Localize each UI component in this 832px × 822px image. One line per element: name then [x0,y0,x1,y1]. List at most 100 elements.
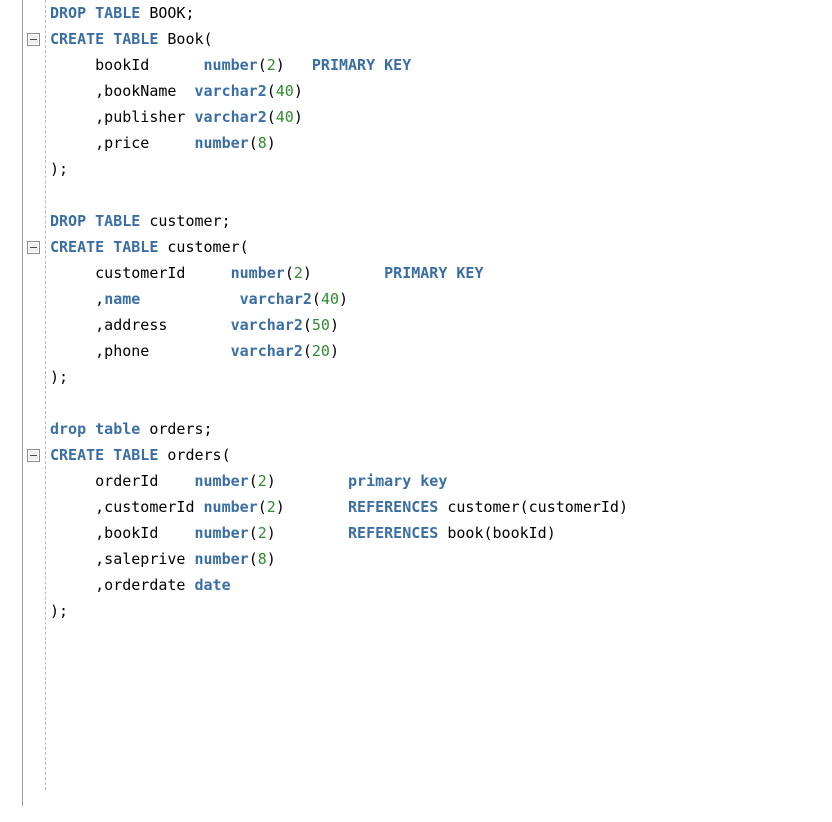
code-token-pl: ) [302,264,385,282]
code-line[interactable]: CREATE TABLE orders( [0,442,628,468]
code-line[interactable]: bookId number(2) PRIMARY KEY [0,52,628,78]
code-token-pl: ) [275,498,349,516]
code-token-num: 20 [311,342,330,360]
code-token-num: 2 [257,524,267,542]
code-token-pl: ) [329,342,339,360]
code-token-kw: date [194,576,231,594]
code-line[interactable]: ,name varchar2(40) [0,286,628,312]
code-token-kw: number [194,524,249,542]
code-token-pl: ,bookName [50,82,195,100]
code-token-num: 40 [320,290,339,308]
code-token-pl: ,price [50,134,195,152]
code-token-pl: , [50,290,105,308]
code-token-num: 8 [257,134,267,152]
code-line[interactable]: ,customerId number(2) REFERENCES custome… [0,494,628,520]
code-token-pl: ) [275,56,312,74]
fold-collapse-icon[interactable] [27,33,40,46]
code-token-num: 2 [266,498,276,516]
code-token-pl: ) [266,472,349,490]
code-line[interactable]: DROP TABLE customer; [0,208,628,234]
code-token-num: 50 [311,316,330,334]
code-token-pl: ( [311,290,321,308]
code-token-pl: ) [293,108,303,126]
code-content[interactable]: DROP TABLE BOOK;CREATE TABLE Book( bookI… [0,0,628,624]
code-token-pl: ) [266,550,276,568]
code-line[interactable]: ); [0,364,628,390]
code-token-num: 40 [275,108,294,126]
code-token-kw: CREATE TABLE [50,238,159,256]
code-token-pl: Book( [158,30,213,48]
code-line[interactable] [0,182,628,208]
code-line[interactable]: ,address varchar2(50) [0,312,628,338]
fold-collapse-icon[interactable] [27,449,40,462]
code-token-pl: ); [50,368,69,386]
code-line[interactable]: drop table orders; [0,416,628,442]
code-token-pl: ( [248,524,258,542]
code-token-kw: primary key [348,472,448,490]
code-token-kw: REFERENCES [348,498,439,516]
code-token-pl: ); [50,160,69,178]
code-token-kw: number [194,134,249,152]
code-token-pl: customer(customerId) [438,498,628,516]
code-token-pl: ,customerId [50,498,204,516]
code-token-kw: drop table [50,420,141,438]
code-token-pl: orderId [50,472,195,490]
code-token-kw: DROP TABLE [50,4,141,22]
code-token-pl: customerId [50,264,231,282]
code-token-kw: number [203,56,258,74]
code-token-pl: ( [257,498,267,516]
code-line[interactable]: ,saleprive number(8) [0,546,628,572]
code-token-num: 2 [293,264,303,282]
code-token-pl: ( [266,108,276,126]
code-token-num: 8 [257,550,267,568]
code-token-kw: number [194,472,249,490]
fold-collapse-icon[interactable] [27,241,40,254]
code-token-pl: ) [339,290,349,308]
code-token-pl: ( [248,134,258,152]
code-token-pl: book(bookId) [438,524,556,542]
gutter-separator-line [22,0,23,806]
code-line[interactable]: DROP TABLE BOOK; [0,0,628,26]
code-token-kw: DROP TABLE [50,212,141,230]
code-token-kw: REFERENCES [348,524,439,542]
code-token-kw: number [203,498,258,516]
code-token-pl [140,290,239,308]
code-token-pl: ( [302,342,312,360]
code-token-kw: number [194,550,249,568]
code-line[interactable]: orderId number(2) primary key [0,468,628,494]
code-line[interactable]: ,orderdate date [0,572,628,598]
code-line[interactable]: ,bookName varchar2(40) [0,78,628,104]
code-token-pl: orders( [158,446,231,464]
code-token-kw: varchar2 [194,82,267,100]
code-line[interactable]: ,price number(8) [0,130,628,156]
code-token-kw: PRIMARY KEY [311,56,412,74]
code-token-pl: orders; [140,420,213,438]
code-line[interactable]: ,publisher varchar2(40) [0,104,628,130]
code-token-kw: varchar2 [230,342,303,360]
code-token-pl: ) [266,524,349,542]
code-token-pl: ( [257,56,267,74]
code-token-kw: varchar2 [194,108,267,126]
code-token-num: 2 [266,56,276,74]
code-token-pl: ) [329,316,339,334]
code-line[interactable]: customerId number(2) PRIMARY KEY [0,260,628,286]
code-token-pl: ,address [50,316,231,334]
code-token-kw: CREATE TABLE [50,30,159,48]
code-line[interactable]: CREATE TABLE Book( [0,26,628,52]
code-line[interactable]: ); [0,156,628,182]
code-line[interactable]: ,bookId number(2) REFERENCES book(bookId… [0,520,628,546]
code-token-pl: customer( [158,238,249,256]
code-token-num: 40 [275,82,294,100]
code-line[interactable]: ,phone varchar2(20) [0,338,628,364]
code-token-pl: bookId [50,56,204,74]
code-token-pl: BOOK; [140,4,195,22]
code-token-pl: ,saleprive [50,550,195,568]
code-line[interactable]: ); [0,598,628,624]
code-line[interactable] [0,390,628,416]
code-token-pl: ,orderdate [50,576,195,594]
code-token-pl: ( [302,316,312,334]
code-token-kw: number [230,264,285,282]
code-line[interactable]: CREATE TABLE customer( [0,234,628,260]
indent-guide-line [45,0,46,790]
